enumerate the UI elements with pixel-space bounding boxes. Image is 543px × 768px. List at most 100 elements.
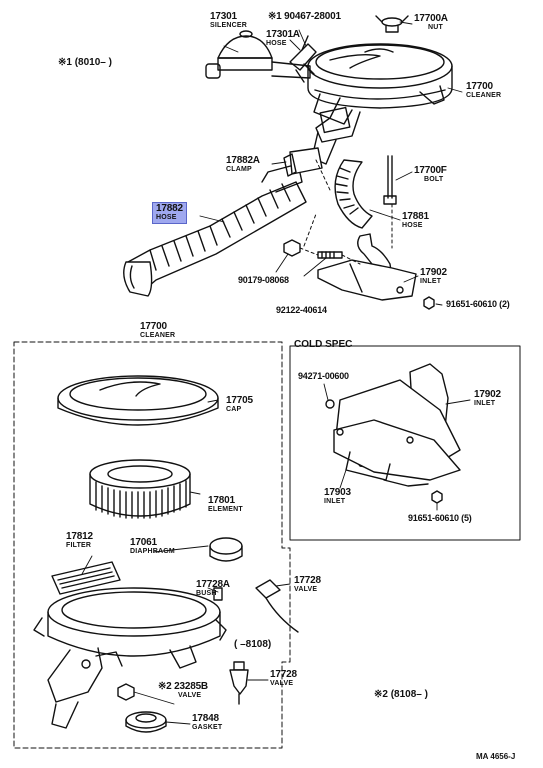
part-number: 17705: [226, 395, 253, 406]
note-2-text: ※2 (8108– ): [374, 689, 428, 700]
part-name: INLET: [324, 498, 346, 505]
note-1: ※1 (8010– ): [58, 52, 112, 70]
part-number: 92122-40614: [276, 305, 327, 315]
part-name: BOLT: [424, 176, 444, 183]
part-name: CLEANER: [140, 332, 176, 339]
part-number: 17882A: [226, 155, 260, 166]
bolt-drawing: [383, 155, 397, 205]
part-name: HOSE: [402, 222, 423, 229]
part-17812[interactable]: 17812 FILTER: [66, 531, 93, 550]
part-number: 17881: [402, 211, 429, 222]
part-name: INLET: [420, 278, 442, 285]
nut-91651-top-drawing: [423, 296, 435, 310]
diaphragm-drawing: [209, 537, 243, 562]
part-17881[interactable]: 17881 HOSE: [402, 211, 429, 230]
part-name: NUT: [428, 24, 443, 31]
part-name: VALVE: [294, 586, 318, 593]
part-number: 17301: [210, 11, 237, 22]
part-17801[interactable]: 17801 ELEMENT: [208, 495, 243, 514]
part-number: ※2 23285B: [158, 681, 208, 692]
part-17902-top[interactable]: 17902 INLET: [420, 267, 447, 286]
part-name: CAP: [226, 406, 242, 413]
part-number: 17801: [208, 495, 235, 506]
part-17882-highlighted[interactable]: 17882 HOSE: [152, 202, 187, 224]
screw-92122-drawing: [317, 251, 343, 259]
hose-17881-drawing: [334, 159, 373, 229]
part-17882a[interactable]: 17882A CLAMP: [226, 155, 260, 174]
part-name: HOSE: [156, 214, 177, 221]
part-17700f[interactable]: 17700F BOLT: [414, 165, 447, 184]
hose-17882-drawing: [123, 163, 307, 297]
part-name: FILTER: [66, 542, 92, 549]
part-17728-valve-1[interactable]: 17728 VALVE: [294, 575, 321, 594]
part-number: 17700A: [414, 13, 448, 24]
part-name: CLAMP: [226, 166, 252, 173]
part-name: CLEANER: [466, 92, 502, 99]
note-8108-text: ( –8108): [234, 639, 272, 650]
part-name: SILENCER: [210, 22, 247, 29]
part-17902-cold[interactable]: 17902 INLET: [474, 389, 501, 408]
valve-17728-drawing: [255, 579, 299, 633]
part-number: 94271-00600: [298, 371, 349, 381]
part-name: BUSH: [196, 590, 217, 597]
part-94271[interactable]: 94271-00600: [298, 372, 349, 381]
part-number: ※1 90467-28001: [268, 11, 341, 22]
part-17700-top[interactable]: 17700 CLEANER: [466, 81, 502, 100]
part-number: 91651-60610 (2): [446, 299, 510, 309]
note-2: ※2 (8108– ): [374, 684, 428, 702]
note-8108: ( –8108): [234, 634, 271, 652]
part-name: HOSE: [266, 40, 287, 47]
part-number: 17700F: [414, 165, 447, 176]
valve-17728-b-drawing: [229, 661, 249, 705]
wing-nut-drawing: [375, 15, 409, 33]
part-17301[interactable]: 17301 SILENCER: [210, 11, 247, 30]
part-17061[interactable]: 17061 DIAPHRAGM: [130, 538, 175, 556]
cold-spec-title: COLD SPEC: [294, 339, 353, 350]
gasket-drawing: [125, 711, 167, 733]
part-90467[interactable]: ※1 90467-28001: [268, 12, 341, 22]
filter-drawing: [51, 561, 121, 595]
part-17728-valve-2[interactable]: 17728 VALVE: [270, 669, 297, 688]
clamp-drawing: [283, 147, 323, 177]
part-17700-box[interactable]: 17700 CLEANER: [140, 322, 176, 340]
part-91651-top[interactable]: 91651-60610 (2): [446, 300, 510, 309]
part-number: 17728A: [196, 579, 230, 590]
diagram-code-text: MA 4656-J: [476, 752, 516, 761]
part-name: INLET: [474, 400, 496, 407]
part-number: 17728: [270, 669, 297, 680]
element-drawing: [89, 459, 191, 519]
part-17728a[interactable]: 17728A BUSH: [196, 579, 230, 598]
cap-drawing: [57, 375, 219, 426]
part-90179[interactable]: 90179-08068: [238, 276, 289, 285]
part-number: 17700: [466, 81, 493, 92]
part-91651-cold[interactable]: 91651-60610 (5): [408, 514, 472, 523]
part-17705[interactable]: 17705 CAP: [226, 395, 253, 414]
cold-spec-header: COLD SPEC: [294, 334, 352, 352]
part-17700a[interactable]: 17700A NUT: [414, 13, 448, 32]
part-92122[interactable]: 92122-40614: [276, 306, 327, 315]
inlet-17902-top-drawing: [317, 233, 417, 301]
part-number: 17812: [66, 531, 93, 542]
valve-23285b-drawing: [117, 683, 135, 701]
part-17903[interactable]: 17903 INLET: [324, 488, 351, 506]
part-name: VALVE: [270, 680, 294, 687]
cleaner-body-drawing: [33, 587, 227, 729]
cold-spec-inlet-drawing: [325, 363, 461, 487]
part-number: 90179-08068: [238, 275, 289, 285]
part-17301a[interactable]: 17301A HOSE: [266, 29, 300, 48]
diagram-code: MA 4656-J: [476, 746, 515, 764]
part-23285b[interactable]: ※2 23285B VALVE: [158, 681, 208, 700]
part-17848[interactable]: 17848 GASKET: [192, 713, 223, 732]
part-number: 17882: [156, 203, 183, 214]
part-number: 17728: [294, 575, 321, 586]
air-cleaner-top-drawing: [307, 43, 453, 165]
part-name: GASKET: [192, 724, 223, 731]
part-number: 17301A: [266, 29, 300, 40]
part-name: DIAPHRAGM: [130, 548, 175, 555]
part-number: 17902: [474, 389, 501, 400]
part-number: 17902: [420, 267, 447, 278]
nut-91651-cold-drawing: [431, 490, 443, 504]
part-number: 17848: [192, 713, 219, 724]
